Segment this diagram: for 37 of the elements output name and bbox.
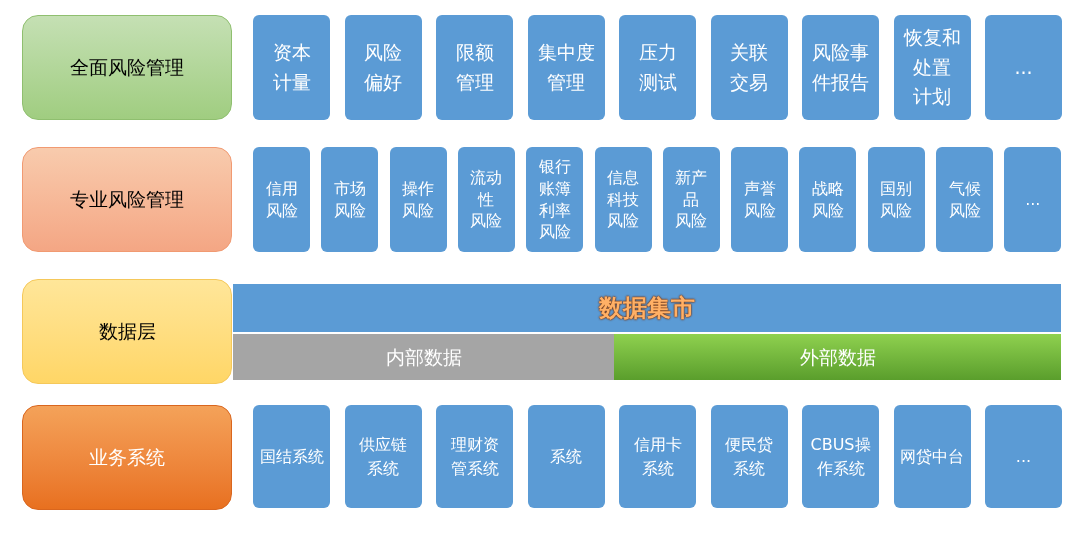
layer-label: 业务系统 — [22, 405, 232, 510]
risk-tile: 银行账簿利率风险 — [526, 147, 584, 252]
system-tile: 理财资管系统 — [436, 405, 513, 508]
risk-tile: 国别风险 — [867, 147, 925, 252]
risk-tile: ... — [1004, 147, 1062, 252]
layer-label: 全面风险管理 — [22, 15, 232, 120]
data-mart-bar: 数据集市 — [233, 284, 1061, 332]
system-tile: CBUS操作系统 — [802, 405, 879, 508]
module-tile: 风险偏好 — [344, 15, 422, 120]
risk-tile: 新产品风险 — [662, 147, 720, 252]
risk-tile: 气候风险 — [936, 147, 993, 252]
risk-tile: 战略风险 — [799, 147, 857, 252]
layer-label: 数据层 — [22, 279, 232, 384]
system-tile: 信用卡系统 — [619, 405, 696, 508]
external-data-bar: 外部数据 — [614, 334, 1061, 380]
module-tile: 限额管理 — [436, 15, 513, 120]
risk-tile: 信用风险 — [253, 147, 310, 252]
system-tile: 网贷中台 — [893, 405, 971, 508]
system-tile: 国结系统 — [253, 405, 330, 508]
module-tile: 压力测试 — [619, 15, 696, 120]
module-tile: 集中度管理 — [527, 15, 605, 120]
risk-tile: 操作风险 — [389, 147, 447, 252]
system-tile: ... — [985, 405, 1062, 508]
module-tile: 恢复和处置计划 — [893, 15, 971, 120]
system-tile: 便民贷系统 — [710, 405, 788, 508]
internal-data-bar: 内部数据 — [233, 334, 614, 380]
module-tile: ... — [985, 15, 1062, 120]
risk-tile: 市场风险 — [321, 147, 379, 252]
layer-label: 专业风险管理 — [22, 147, 232, 252]
risk-tile: 流动性风险 — [457, 147, 515, 252]
system-tile: 供应链系统 — [344, 405, 422, 508]
module-tile: 资本计量 — [253, 15, 330, 120]
module-tile: 关联交易 — [710, 15, 788, 120]
module-tile: 风险事件报告 — [802, 15, 879, 120]
system-tile: 系统 — [527, 405, 605, 508]
risk-tile: 声誉风险 — [731, 147, 789, 252]
risk-tile: 信息科技风险 — [594, 147, 652, 252]
